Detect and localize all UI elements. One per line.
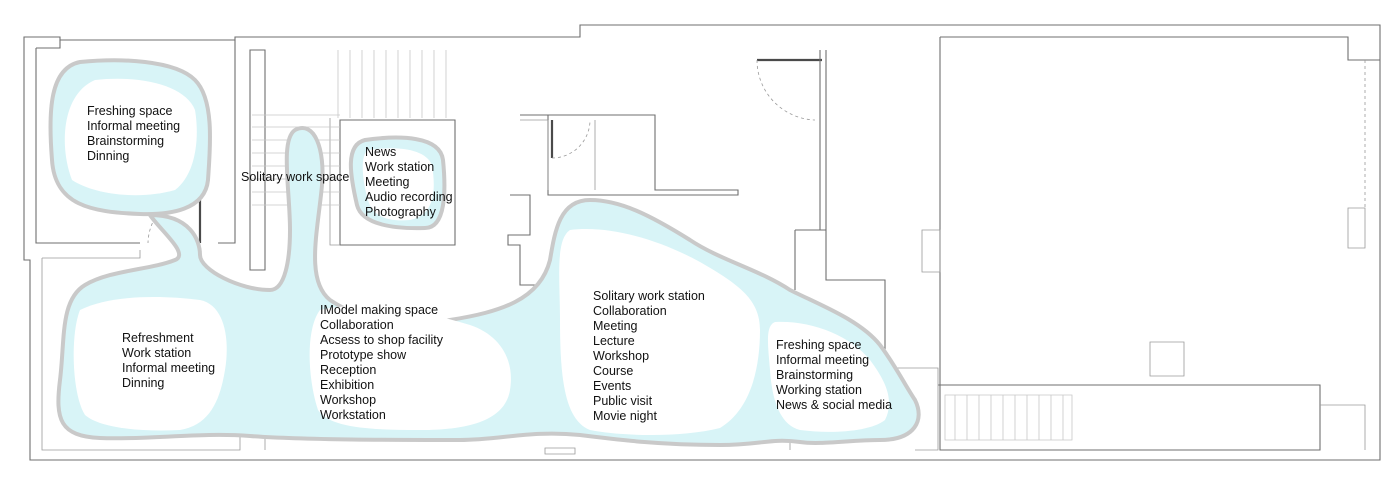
zone-label-refresh-bottom-left: Refreshment Work station Informal meetin…: [122, 331, 215, 391]
label-line: Working station: [776, 383, 862, 397]
label-line: Prototype show: [320, 348, 407, 362]
label-line: Freshing space: [87, 104, 173, 118]
label-line: Informal meeting: [122, 361, 216, 375]
label-line: Reception: [320, 363, 377, 377]
label-line: News & social media: [776, 398, 893, 412]
label-line: Audio recording: [365, 190, 453, 204]
label-line: Exhibition: [320, 378, 375, 392]
label-line: Freshing space: [776, 338, 862, 352]
label-line: Brainstorming: [87, 134, 165, 148]
zone-label-solitary: Solitary work space: [241, 170, 349, 185]
label-line: Work station: [122, 346, 192, 360]
label-line: Collaboration: [593, 304, 667, 318]
label-line: Solitary work space: [241, 170, 350, 184]
label-line: Workshop: [593, 349, 650, 363]
zone-label-model-making: IModel making space Collaboration Acsess…: [320, 303, 443, 423]
label-line: Movie night: [593, 409, 657, 423]
label-line: Meeting: [593, 319, 638, 333]
zone-label-central-hall: Solitary work station Collaboration Meet…: [593, 289, 705, 424]
zone-label-top-left: Freshing space Informal meeting Brainsto…: [87, 104, 180, 164]
label-line: Solitary work station: [593, 289, 705, 303]
label-line: Meeting: [365, 175, 410, 189]
label-line: Events: [593, 379, 632, 393]
label-line: Informal meeting: [776, 353, 870, 367]
zone-label-news: News Work station Meeting Audio recordin…: [365, 145, 453, 220]
zone-label-refresh-right: Freshing space Informal meeting Brainsto…: [776, 338, 892, 413]
building-walls: [23, 24, 1381, 461]
label-line: News: [365, 145, 397, 159]
label-line: Refreshment: [122, 331, 194, 345]
stair-bottom-right: [944, 394, 1073, 441]
label-line: Acsess to shop facility: [320, 333, 443, 347]
label-line: IModel making space: [320, 303, 439, 317]
label-line: Course: [593, 364, 634, 378]
label-line: Photography: [365, 205, 436, 219]
label-line: Dinning: [122, 376, 165, 390]
label-line: Workstation: [320, 408, 386, 422]
label-line: Brainstorming: [776, 368, 854, 382]
activity-zones: [48, 58, 921, 447]
label-line: Dinning: [87, 149, 130, 163]
label-line: Work station: [365, 160, 435, 174]
label-line: Informal meeting: [87, 119, 181, 133]
label-line: Public visit: [593, 394, 653, 408]
label-line: Workshop: [320, 393, 377, 407]
label-line: Collaboration: [320, 318, 394, 332]
label-line: Lecture: [593, 334, 635, 348]
